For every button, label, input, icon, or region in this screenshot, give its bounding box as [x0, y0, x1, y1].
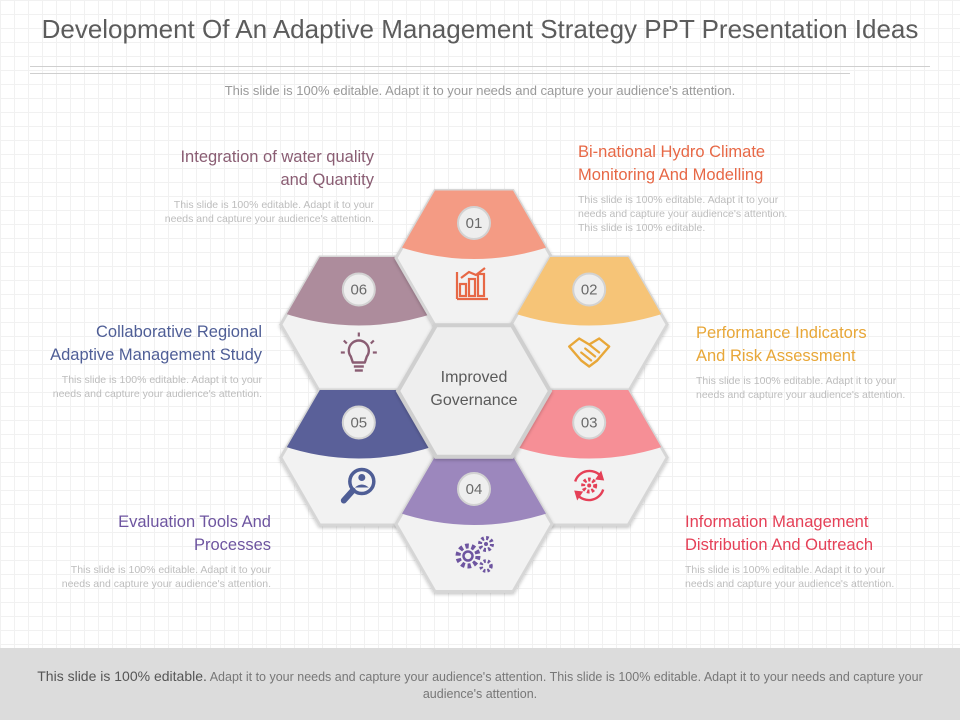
- body-01: This slide is 100% editable. Adapt it to…: [578, 193, 787, 235]
- body-01-line2: needs and capture your audience's attent…: [578, 208, 788, 220]
- heading-01-line2: Monitoring And Modelling: [578, 166, 764, 184]
- hexagon-04: 04: [394, 455, 554, 593]
- heading-03-line2: Distribution And Outreach: [685, 536, 874, 554]
- title-rule-top: [30, 66, 930, 67]
- text-block-05: Collaborative Regional Adaptive Manageme…: [50, 321, 262, 401]
- badge-01: [457, 206, 491, 240]
- body-02: This slide is 100% editable. Adapt it to…: [696, 374, 905, 402]
- body-06-line2: needs and capture your audience's attent…: [164, 213, 374, 225]
- text-block-04: Evaluation Tools And Processes This slid…: [62, 511, 271, 591]
- heading-04-line2: Processes: [193, 536, 271, 554]
- hexagon-05: 05: [279, 388, 439, 527]
- body-04-line1: This slide is 100% editable. Adapt it to…: [70, 564, 271, 576]
- refresh-gear-icon: [574, 469, 605, 502]
- body-06: This slide is 100% editable. Adapt it to…: [165, 198, 374, 226]
- heading-02-line2: And Risk Assessment: [696, 347, 856, 365]
- heading-05-line1: Collaborative Regional: [95, 323, 262, 341]
- body-03: This slide is 100% editable. Adapt it to…: [685, 563, 894, 591]
- heading-06-line1: Integration of water quality: [180, 148, 374, 166]
- heading-04-line1: Evaluation Tools And: [118, 513, 271, 531]
- body-03-line1: This slide is 100% editable. Adapt it to…: [685, 564, 886, 576]
- text-block-03: Information Management Distribution And …: [685, 511, 894, 591]
- text-block-01: Bi-national Hydro Climate Monitoring And…: [578, 141, 787, 235]
- badge-05-number: 05: [350, 415, 367, 432]
- heading-06: Integration of water quality and Quantit…: [165, 146, 374, 192]
- text-block-06: Integration of water quality and Quantit…: [165, 146, 374, 226]
- badge-03-number: 03: [581, 415, 598, 432]
- body-02-line1: This slide is 100% editable. Adapt it to…: [696, 375, 897, 387]
- badge-06-number: 06: [350, 282, 367, 299]
- gears-icon: [455, 536, 494, 573]
- body-03-line2: needs and capture your audience's attent…: [685, 578, 895, 590]
- badge-03: [572, 405, 607, 440]
- body-05-line2: needs and capture your audience's attent…: [52, 388, 262, 400]
- heading-03: Information Management Distribution And …: [685, 511, 894, 557]
- badge-04: [457, 472, 491, 506]
- text-block-02: Performance Indicators And Risk Assessme…: [696, 322, 905, 402]
- center-label-line1: Improved: [441, 369, 508, 386]
- body-05: This slide is 100% editable. Adapt it to…: [50, 373, 262, 401]
- heading-04: Evaluation Tools And Processes: [62, 511, 271, 557]
- body-06-line1: This slide is 100% editable. Adapt it to…: [173, 199, 374, 211]
- hexagon-02: 02: [509, 255, 669, 394]
- heading-01-line1: Bi-national Hydro Climate: [578, 143, 766, 161]
- heading-05-line2: Adaptive Management Study: [50, 346, 262, 364]
- heading-02: Performance Indicators And Risk Assessme…: [696, 322, 905, 368]
- footer-text: Adapt it to your needs and capture your …: [209, 670, 923, 701]
- slide-title: Development Of An Adaptive Management St…: [41, 14, 919, 44]
- handshake-icon: [567, 337, 611, 368]
- heading-01: Bi-national Hydro Climate Monitoring And…: [578, 141, 787, 187]
- heading-05: Collaborative Regional Adaptive Manageme…: [50, 321, 262, 367]
- title-rule-bottom: [30, 73, 850, 74]
- badge-02-number: 02: [581, 282, 598, 299]
- badge-04-number: 04: [466, 481, 483, 498]
- hexagon-01: 01: [394, 189, 554, 327]
- body-01-line3: This slide is 100% editable.: [578, 222, 706, 234]
- center-hexagon: Improved Governance: [395, 323, 553, 459]
- badge-02: [572, 272, 607, 307]
- body-04-line2: needs and capture your audience's attent…: [61, 578, 271, 590]
- magnifier-icon: [340, 467, 376, 504]
- body-05-line1: This slide is 100% editable. Adapt it to…: [61, 374, 262, 386]
- badge-01-number: 01: [466, 215, 483, 232]
- body-02-line2: needs and capture your audience's attent…: [696, 389, 906, 401]
- badge-06: [341, 272, 376, 307]
- center-hexagon-body: [395, 323, 553, 459]
- body-01-line1: This slide is 100% editable. Adapt it to…: [578, 194, 779, 206]
- heading-02-line1: Performance Indicators: [696, 324, 867, 342]
- heading-06-line2: and Quantity: [280, 171, 374, 189]
- footer-bar: This slide is 100% editable. Adapt it to…: [0, 648, 960, 720]
- bar-chart-icon: [455, 267, 488, 301]
- body-04: This slide is 100% editable. Adapt it to…: [62, 563, 271, 591]
- footer-lead: This slide is 100% editable.: [37, 668, 207, 684]
- lightbulb-icon: [340, 332, 377, 372]
- badge-05: [341, 405, 376, 440]
- slide-subtitle: This slide is 100% editable. Adapt it to…: [224, 83, 736, 98]
- heading-03-line1: Information Management: [685, 513, 869, 531]
- center-label-line2: Governance: [430, 392, 517, 409]
